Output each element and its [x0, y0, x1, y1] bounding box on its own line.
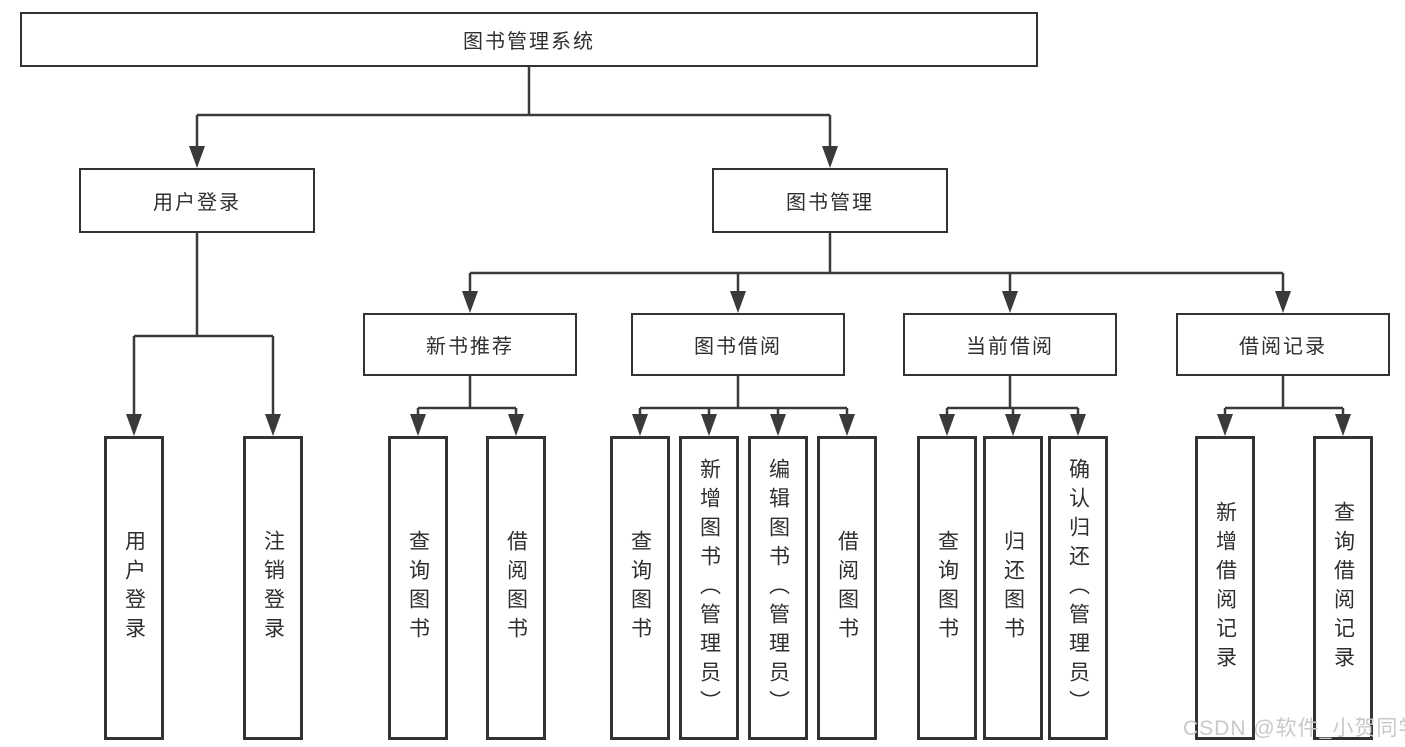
node-label: 归还图书 [1001, 530, 1025, 646]
node-label: 用户登录 [122, 530, 146, 646]
node-new-book-recommendation: 新书推荐 [363, 313, 577, 376]
node-label: 图书管理 [786, 192, 874, 214]
node-label: 注销登录 [261, 530, 285, 646]
node-label: 用户登录 [153, 192, 241, 214]
leaf-edit-book-admin: 编辑图书（管理员） [748, 436, 808, 740]
leaf-confirm-return-admin: 确认归还（管理员） [1048, 436, 1108, 740]
leaf-query-books-recommend: 查询图书 [388, 436, 448, 740]
node-user-login: 用户登录 [79, 168, 315, 233]
leaf-query-books-borrow: 查询图书 [610, 436, 670, 740]
node-label: 图书管理系统 [463, 31, 595, 53]
node-label: 新增图书（管理员） [697, 457, 721, 719]
node-label: 查询借阅记录 [1331, 501, 1355, 675]
node-current-borrowing: 当前借阅 [903, 313, 1117, 376]
node-label: 查询图书 [406, 530, 430, 646]
leaf-return-books: 归还图书 [983, 436, 1043, 740]
leaf-user-login: 用户登录 [104, 436, 164, 740]
leaf-query-borrow-record: 查询借阅记录 [1313, 436, 1373, 740]
node-label: 查询图书 [935, 530, 959, 646]
leaf-add-borrow-record: 新增借阅记录 [1195, 436, 1255, 740]
node-label: 借阅记录 [1239, 336, 1327, 358]
node-borrowing-records: 借阅记录 [1176, 313, 1390, 376]
node-label: 借阅图书 [504, 530, 528, 646]
node-label: 借阅图书 [835, 530, 859, 646]
node-label: 编辑图书（管理员） [766, 457, 790, 719]
node-label: 当前借阅 [966, 336, 1054, 358]
leaf-add-book-admin: 新增图书（管理员） [679, 436, 739, 740]
node-label: 查询图书 [628, 530, 652, 646]
node-book-management: 图书管理 [712, 168, 948, 233]
node-library-management-system: 图书管理系统 [20, 12, 1038, 67]
leaf-borrow-books-borrow: 借阅图书 [817, 436, 877, 740]
node-label: 新增借阅记录 [1213, 501, 1237, 675]
node-label: 确认归还（管理员） [1066, 457, 1090, 719]
node-label: 新书推荐 [426, 336, 514, 358]
leaf-query-books-current: 查询图书 [917, 436, 977, 740]
node-label: 图书借阅 [694, 336, 782, 358]
leaf-borrow-books-recommend: 借阅图书 [486, 436, 546, 740]
csdn-watermark: CSDN @软件_小贺同学 [1183, 717, 1405, 740]
node-book-borrowing: 图书借阅 [631, 313, 845, 376]
leaf-logout: 注销登录 [243, 436, 303, 740]
